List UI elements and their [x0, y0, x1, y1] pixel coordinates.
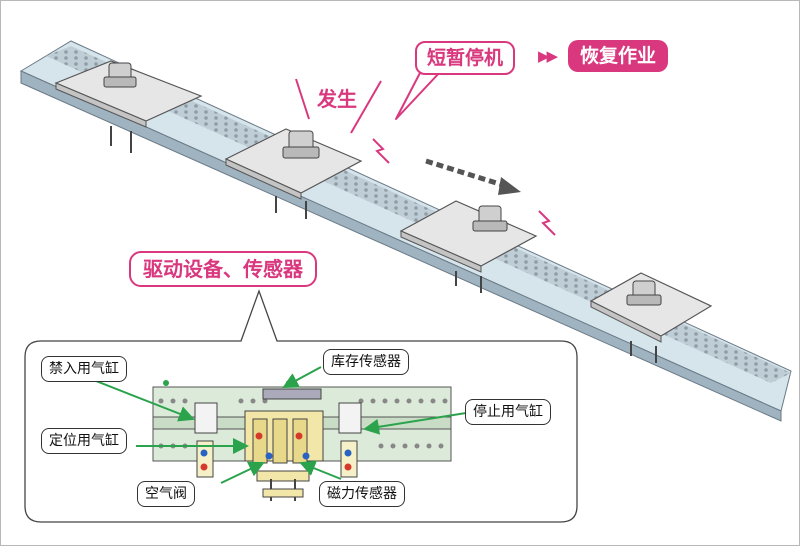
motion-arrow	[425, 158, 521, 195]
inset-machine	[152, 380, 452, 501]
pallet-1	[54, 60, 203, 153]
lightning-mark-2	[538, 210, 556, 236]
short-stop-pill: 短暂停机	[415, 41, 516, 75]
callout-stop-cylinder: 停止用气缸	[465, 399, 551, 425]
callout-air-valve: 空气阀	[137, 481, 195, 507]
callout-positioning-cylinder: 定位用气缸	[41, 428, 127, 454]
drive-sensor-label: 驱动设备、传感器	[129, 251, 317, 287]
callout-arrows	[95, 366, 467, 484]
callout-magnetic-sensor: 磁力传感器	[319, 481, 405, 507]
pallet-2	[224, 128, 363, 219]
lightning-mark-1	[372, 138, 390, 164]
pallet-3	[399, 200, 538, 293]
pallet-4	[589, 272, 713, 363]
occur-label: 发生	[317, 87, 357, 111]
resume-work-pill: 恢复作业	[568, 40, 669, 72]
callout-inlet-cylinder: 禁入用气缸	[41, 356, 127, 382]
callout-stock-sensor: 库存传感器	[323, 349, 409, 375]
double-arrow-icon: ▶▶	[538, 47, 558, 65]
